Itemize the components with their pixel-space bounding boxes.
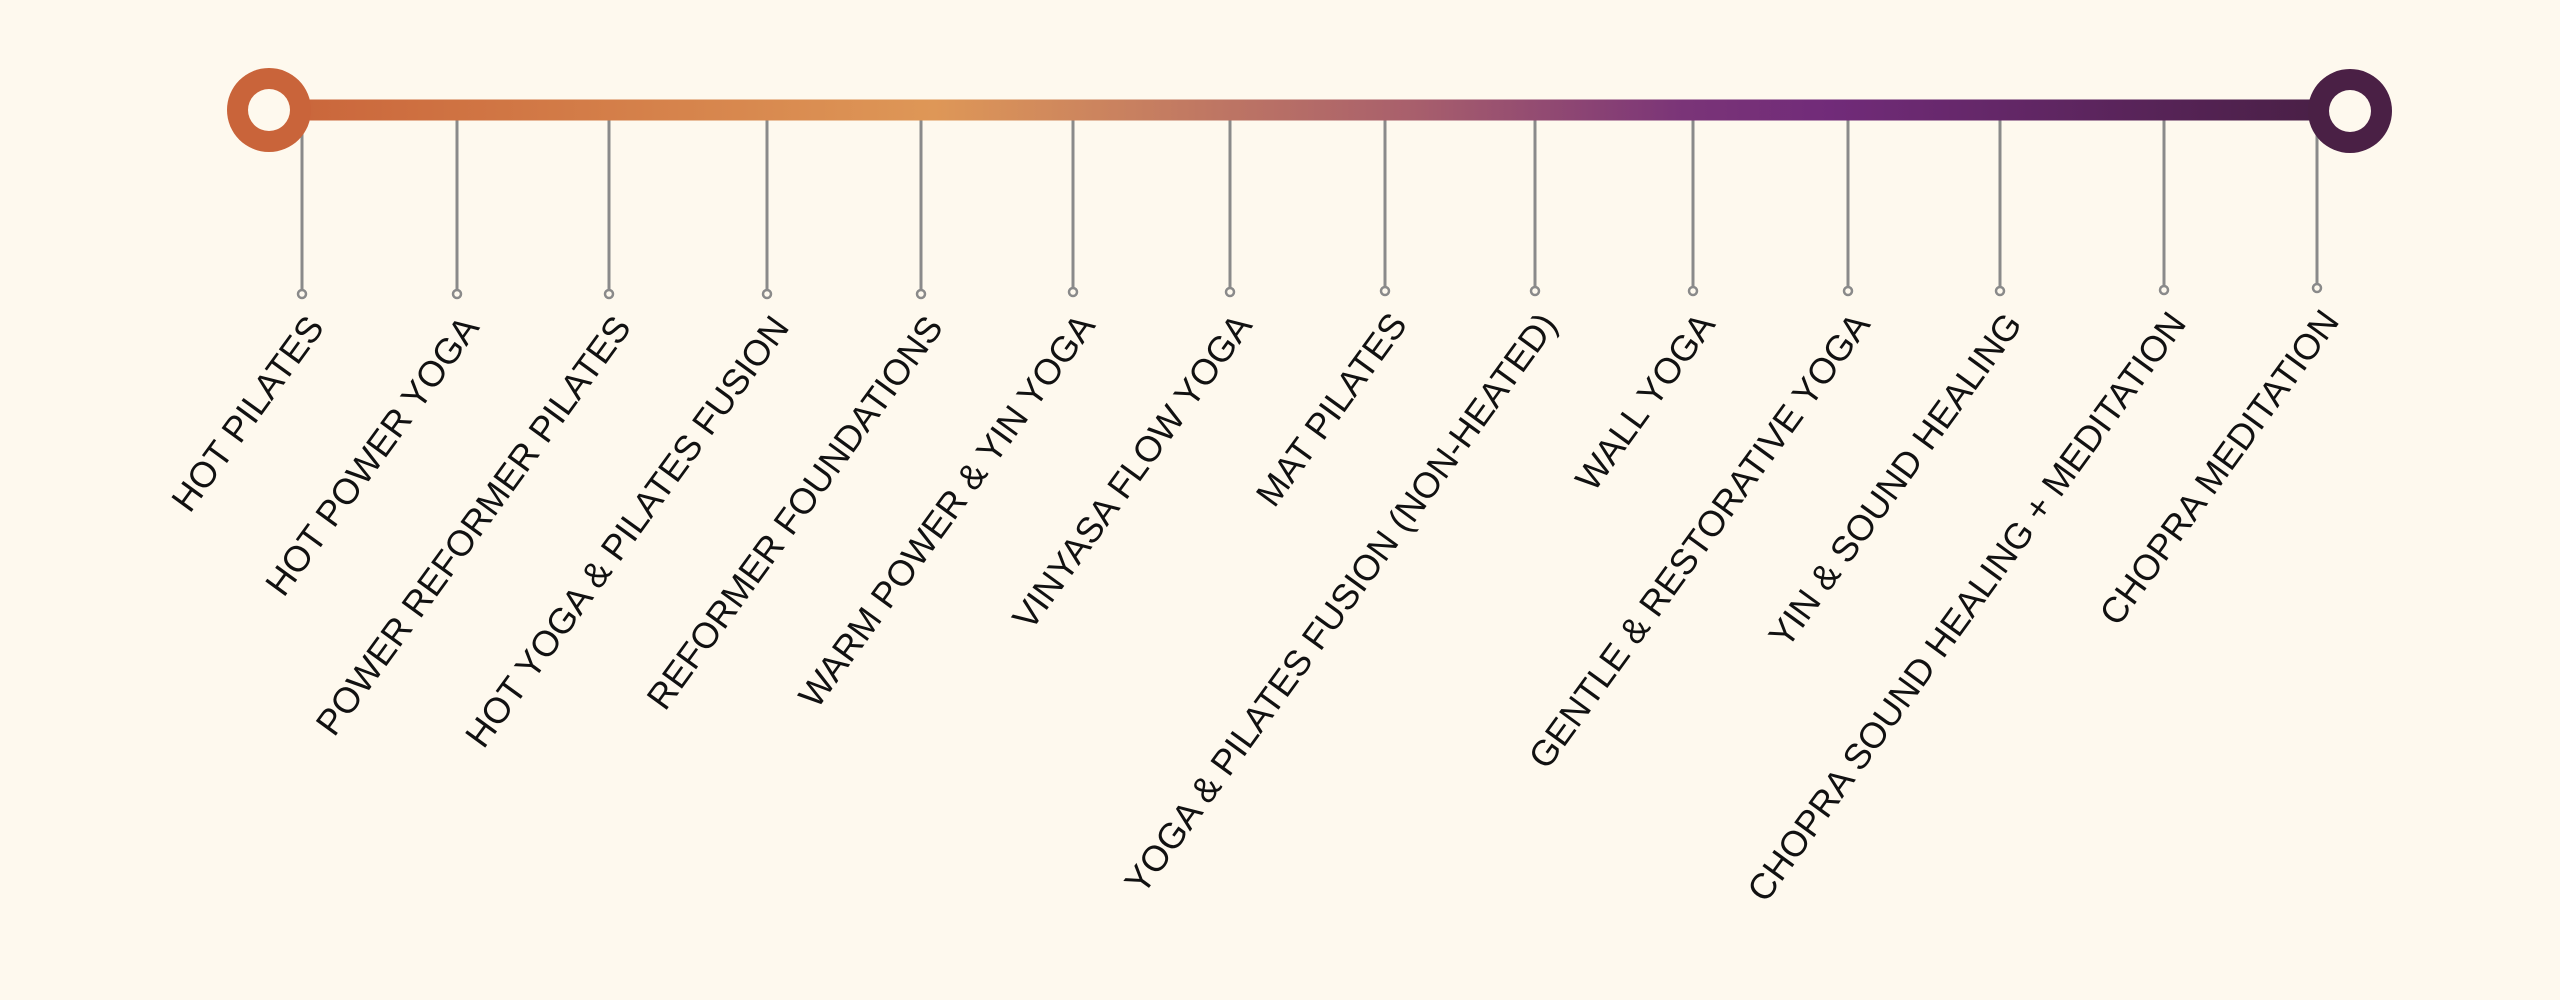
- timeline-item: [1687, 110, 1699, 297]
- stem-end-dot-icon: [451, 288, 463, 300]
- start-node-hole: [248, 89, 290, 131]
- end-node-hole: [2329, 90, 2371, 132]
- stem-end-dot-icon: [1842, 285, 1854, 297]
- stem-end-dot-icon: [603, 288, 615, 300]
- stem-end-dot-icon: [1224, 286, 1236, 298]
- stem-end-dot-icon: [1687, 285, 1699, 297]
- timeline-item: [1379, 110, 1391, 297]
- timeline-item: [761, 110, 773, 300]
- stem-end-dot-icon: [761, 288, 773, 300]
- stem-end-dot-icon: [1379, 285, 1391, 297]
- stem-end-dot-icon: [1529, 285, 1541, 297]
- stem-end-dot-icon: [2158, 284, 2170, 296]
- timeline-item: [1224, 110, 1236, 298]
- timeline-item: [2311, 110, 2323, 294]
- timeline-item: [603, 110, 615, 300]
- timeline-item: [296, 110, 308, 300]
- timeline-item: [2158, 110, 2170, 296]
- timeline-item: [1994, 110, 2006, 297]
- timeline-item: [1842, 110, 1854, 297]
- timeline-stems: [296, 110, 2323, 300]
- stem-end-dot-icon: [2311, 282, 2323, 294]
- timeline-item: [915, 110, 927, 300]
- stem-end-dot-icon: [915, 288, 927, 300]
- timeline-item: [451, 110, 463, 300]
- stem-end-dot-icon: [1067, 286, 1079, 298]
- stem-end-dot-icon: [296, 288, 308, 300]
- stem-end-dot-icon: [1994, 285, 2006, 297]
- timeline-item: [1067, 110, 1079, 298]
- timeline-bar: [269, 99, 2350, 121]
- timeline-item: [1529, 110, 1541, 297]
